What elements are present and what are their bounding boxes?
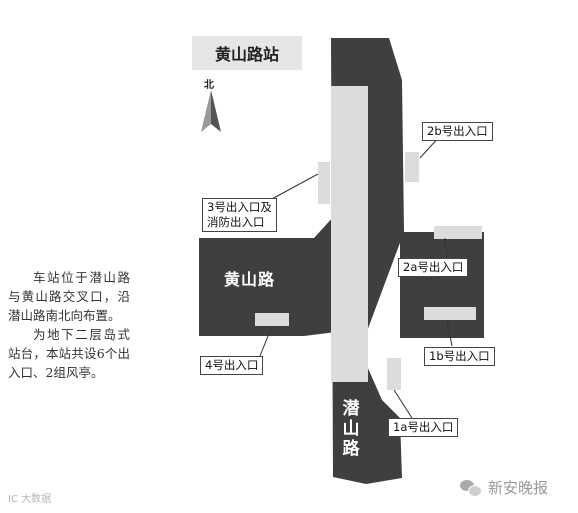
exit-2b-label: 2b号出入口 bbox=[422, 122, 493, 141]
wechat-icon bbox=[460, 479, 482, 497]
exit-3-marker bbox=[318, 162, 330, 204]
exit-4-marker bbox=[255, 313, 289, 326]
leader-1b bbox=[446, 319, 453, 347]
station-platform bbox=[331, 86, 368, 382]
exit-3-line2: 消防出入口 bbox=[207, 215, 265, 229]
leader-3 bbox=[269, 173, 319, 201]
watermark-right-text: 新安晚报 bbox=[488, 479, 549, 497]
exit-4-label: 4号出入口 bbox=[200, 356, 264, 375]
road-label-huangshan: 黄山路 bbox=[224, 270, 276, 289]
road-huangshan-east bbox=[400, 232, 484, 338]
watermark-right: 新安晚报 bbox=[460, 477, 548, 498]
exit-2b-marker bbox=[405, 152, 419, 182]
exit-3-line1: 3号出入口及 bbox=[207, 200, 272, 214]
exit-1b-label: 1b号出入口 bbox=[424, 347, 495, 366]
north-arrow-icon bbox=[201, 90, 221, 132]
leader-1a bbox=[393, 389, 413, 419]
exit-1a-marker bbox=[387, 358, 401, 390]
description-paragraph-1: 车站位于潜山路与黄山路交叉口，沿潜山路南北向布置。 bbox=[8, 270, 130, 323]
road-label-qianshan: 潜山路 bbox=[342, 399, 360, 459]
station-title: 黄山路站 bbox=[192, 36, 302, 70]
exit-2a-marker bbox=[434, 226, 482, 239]
leader-2a bbox=[444, 237, 448, 259]
description-paragraph-2: 为地下二层岛式站台，本站共设6个出入口、2组风亭。 bbox=[8, 327, 130, 380]
watermark-left: IC 大数据 bbox=[8, 494, 52, 505]
exit-3-label: 3号出入口及 消防出入口 bbox=[202, 198, 277, 232]
exit-1a-label: 1a号出入口 bbox=[388, 418, 459, 437]
exit-1b-marker bbox=[424, 307, 476, 320]
leader-4 bbox=[259, 325, 273, 357]
station-description: 车站位于潜山路与黄山路交叉口，沿潜山路南北向布置。 为地下二层岛式站台，本站共设… bbox=[8, 268, 130, 382]
exit-2a-label: 2a号出入口 bbox=[398, 258, 469, 277]
north-label: 北 bbox=[204, 80, 214, 91]
road-huangshan-west bbox=[199, 215, 352, 336]
